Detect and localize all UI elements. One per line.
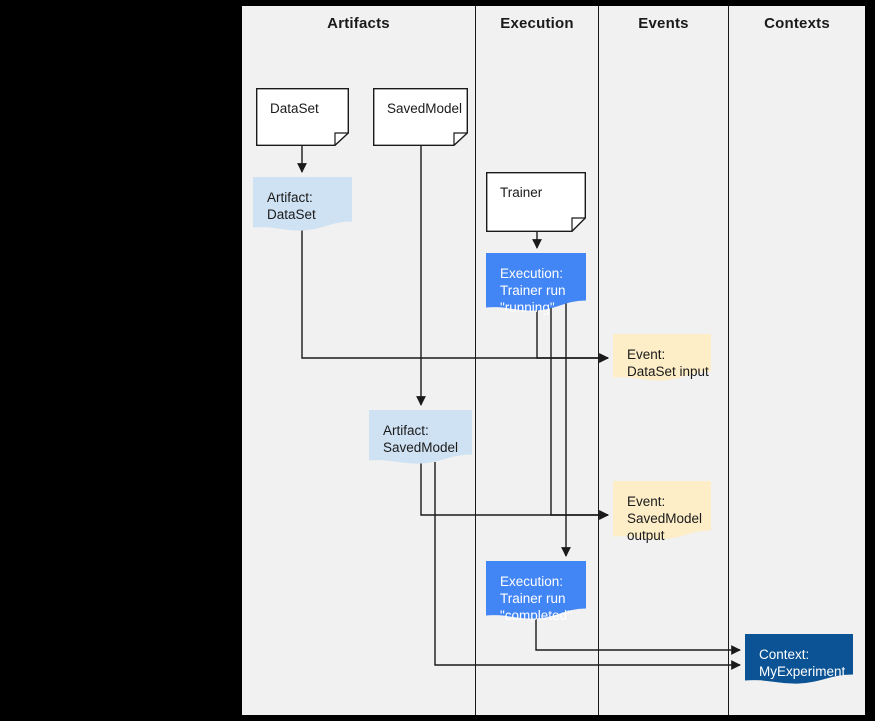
note-shape xyxy=(253,177,352,231)
node-trainer-document[interactable]: Trainer xyxy=(486,172,586,232)
note-shape xyxy=(486,253,586,311)
node-execution-completed[interactable]: Execution: Trainer run "completed" xyxy=(486,561,586,623)
lane-separator-events-contexts xyxy=(728,6,729,715)
document-shape xyxy=(256,88,349,146)
document-shape xyxy=(486,172,586,232)
node-execution-running[interactable]: Execution: Trainer run "running" xyxy=(486,253,586,315)
lane-header-artifacts: Artifacts xyxy=(242,15,475,32)
node-dataset-document-label: DataSet xyxy=(270,101,319,116)
node-event-savedmodel-output[interactable]: Event: SavedModel output xyxy=(613,481,711,545)
note-shape xyxy=(613,334,711,381)
note-shape xyxy=(745,634,853,684)
node-savedmodel-document-label: SavedModel xyxy=(387,101,463,116)
lane-header-execution: Execution xyxy=(476,15,598,32)
lane-header-events: Events xyxy=(599,15,728,32)
document-shape xyxy=(373,88,468,146)
node-event-savedmodel-output-label: Event: SavedModel output xyxy=(627,494,703,543)
node-artifact-dataset-label: Artifact: DataSet xyxy=(267,190,316,222)
note-shape xyxy=(613,481,711,540)
node-savedmodel-document[interactable]: SavedModel xyxy=(373,88,468,146)
note-shape xyxy=(486,561,586,619)
lane-header-contexts: Contexts xyxy=(729,15,865,32)
node-dataset-document[interactable]: DataSet xyxy=(256,88,349,146)
lane-header-events-label: Events xyxy=(638,15,689,32)
lane-header-execution-label: Execution xyxy=(500,15,574,32)
lane-separator-execution-events xyxy=(598,6,599,715)
node-artifact-savedmodel[interactable]: Artifact: SavedModel xyxy=(369,410,472,468)
lane-header-contexts-label: Contexts xyxy=(764,15,830,32)
node-trainer-document-label: Trainer xyxy=(500,185,543,200)
node-event-dataset-input[interactable]: Event: DataSet input xyxy=(613,334,711,384)
lane-separator-artifacts-execution xyxy=(475,6,476,715)
node-execution-completed-label: Execution: Trainer run "completed" xyxy=(500,574,572,623)
node-context-myexperiment[interactable]: Context: MyExperiment xyxy=(745,634,853,687)
node-context-myexperiment-label: Context: MyExperiment xyxy=(759,647,846,679)
node-artifact-dataset[interactable]: Artifact: DataSet xyxy=(253,177,352,235)
node-event-dataset-input-label: Event: DataSet input xyxy=(627,347,709,379)
note-shape xyxy=(369,410,472,464)
lane-header-artifacts-label: Artifacts xyxy=(327,15,390,32)
node-execution-running-label: Execution: Trainer run "running" xyxy=(500,266,566,315)
node-artifact-savedmodel-label: Artifact: SavedModel xyxy=(383,423,459,455)
